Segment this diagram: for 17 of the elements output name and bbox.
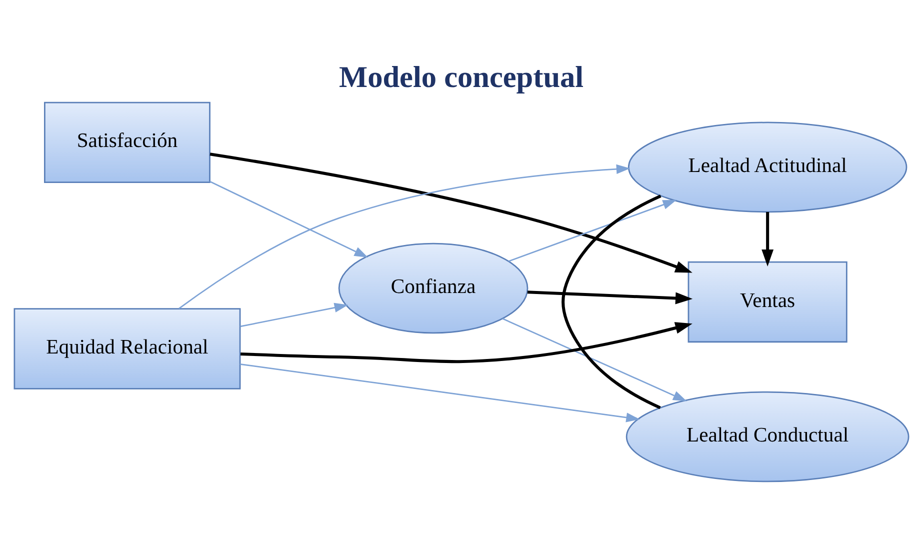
arrow: [762, 212, 774, 267]
arrow: [210, 152, 692, 273]
node-ellipse: Lealtad Actitudinal: [628, 122, 908, 213]
arrow: [527, 290, 693, 304]
arrow: [240, 322, 692, 364]
node-box: Equidad Relacional: [14, 308, 241, 390]
diagram-title: Modelo conceptual: [339, 60, 584, 94]
connector: [562, 194, 662, 410]
arrow: [178, 164, 630, 310]
node-ellipse: Confianza: [338, 242, 528, 334]
node-box: Satisfacción: [44, 102, 210, 183]
arrow: [508, 200, 677, 262]
arrow: [210, 180, 368, 258]
arrow: [240, 302, 348, 328]
arrow: [240, 363, 640, 422]
node-box: Ventas: [688, 261, 848, 343]
arrow: [502, 318, 687, 402]
